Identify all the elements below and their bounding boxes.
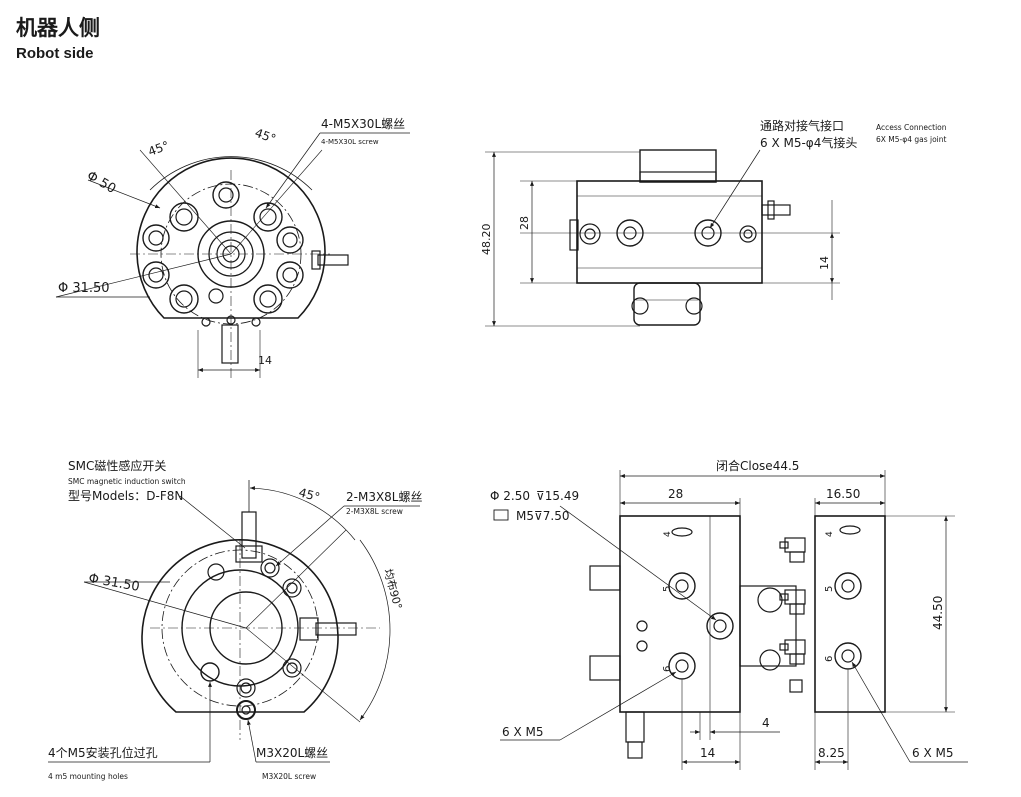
angle-label-2: 45° xyxy=(297,485,321,504)
holes-cn-label: 4个M5安装孔位过孔 xyxy=(48,745,158,760)
port-label-5: 5 xyxy=(662,586,673,592)
dim-48-label: 48.20 xyxy=(480,224,493,256)
model-label: 型号Models：D-F8N xyxy=(68,489,183,503)
bottom-block xyxy=(633,282,701,326)
view2-labels: 通路对接气接口 6 X M5-φ4气接头 Access Connection 6… xyxy=(480,118,947,270)
hole-dia-label: Φ 2.50 xyxy=(490,489,530,503)
screw-m3x20-en: M3X20L screw xyxy=(262,772,316,781)
screw-m3x20-cn: M3X20L螺丝 xyxy=(256,746,328,760)
port-label-4: 4 xyxy=(663,531,673,537)
view-side-top xyxy=(485,149,840,327)
view-front-bottom xyxy=(48,480,420,763)
bottom-pin xyxy=(221,324,239,364)
angle-arc xyxy=(149,156,313,191)
dim-28-label: 28 xyxy=(518,216,531,230)
port-label-4b: 4 xyxy=(825,531,835,537)
dim-14-b-label: 14 xyxy=(700,746,715,760)
middle-connector xyxy=(739,585,797,667)
dim-14-side-label: 14 xyxy=(818,256,831,270)
screw-cn-label: 4-M5X30L螺丝 xyxy=(321,117,405,131)
port-label-5b: 5 xyxy=(824,586,835,592)
view4-labels: 闭合Close44.5 28 16.50 Φ 2.50 ⊽15.49 M5⊽7.… xyxy=(490,458,953,760)
flange-outline-2 xyxy=(141,538,339,713)
side-fitting xyxy=(317,254,349,266)
view-front-top xyxy=(55,132,410,380)
right-block xyxy=(814,515,886,713)
flange-outline xyxy=(136,157,326,319)
m5-left-label: 6 X M5 xyxy=(502,725,543,739)
angle-right-label: 45° xyxy=(253,126,278,146)
screw-m3x8-cn: 2-M3X8L螺丝 xyxy=(346,490,423,504)
dim-4450-label: 44.50 xyxy=(931,596,945,630)
gas-cn-label-2: 6 X M5-φ4气接头 xyxy=(760,135,857,150)
port-label-6: 6 xyxy=(662,666,673,672)
switch-en-label: SMC magnetic induction switch xyxy=(68,477,186,486)
dim-14-label: 14 xyxy=(258,354,272,367)
close-label: 闭合Close44.5 xyxy=(716,458,799,473)
hole-depth-label: ⊽15.49 xyxy=(536,489,579,503)
dia-outer-label: Φ 50 xyxy=(84,168,118,196)
left-block xyxy=(619,515,741,713)
dim-28-b-label: 28 xyxy=(668,487,683,501)
gas-en-label-1: Access Connection xyxy=(876,123,947,132)
page-title-cn: 机器人侧 xyxy=(16,16,100,40)
view3-labels: SMC磁性感应开关 SMC magnetic induction switch … xyxy=(48,458,423,781)
dim-1650-label: 16.50 xyxy=(826,487,860,501)
dim-4-label: 4 xyxy=(762,716,770,730)
side-fitting-2 xyxy=(315,622,357,636)
dia-bolt-label: Φ 31.50 xyxy=(58,281,110,296)
view-side-bottom xyxy=(500,470,968,770)
gas-en-label-2: 6X M5-φ4 gas joint xyxy=(876,135,947,144)
switch-cn-label: SMC磁性感应开关 xyxy=(68,458,166,473)
angle-left-label: 45° xyxy=(146,138,171,158)
port-label-6b: 6 xyxy=(824,656,835,662)
gas-cn-label-1: 通路对接气接口 xyxy=(760,118,844,133)
view1-labels: 45° 45° Φ 50 Φ 31.50 4-M5X30L螺丝 4-M5X30L… xyxy=(58,117,405,367)
m5-depth-label: M5⊽7.50 xyxy=(516,509,570,523)
gas-fittings xyxy=(779,537,806,693)
page-title-en: Robot side xyxy=(16,45,94,62)
holes-en-label: 4 m5 mounting holes xyxy=(48,772,128,781)
m5-right-label: 6 X M5 xyxy=(912,746,953,760)
dia-bolt-label-2: Φ 31.50 xyxy=(87,571,140,595)
dim-825-label: 8.25 xyxy=(818,746,845,760)
screw-en-label: 4-M5X30L screw xyxy=(321,138,379,146)
screw-m3x8-en: 2-M3X8L screw xyxy=(346,507,403,516)
depth-symbol-box xyxy=(493,509,509,521)
bolt-holes xyxy=(142,181,304,314)
